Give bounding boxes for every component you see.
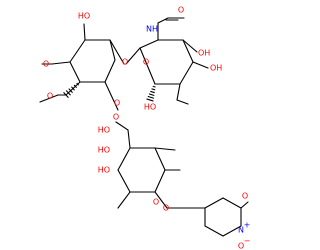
bond-28 xyxy=(115,121,129,131)
hashed-wedge-0-5 xyxy=(65,90,71,96)
atom-label-nitro-o-upper: O xyxy=(242,192,248,201)
atom-label-ring-o-upper-right: O xyxy=(143,58,149,67)
atom-label-amide-nh: NH xyxy=(146,25,158,34)
bond-35 xyxy=(117,147,131,171)
hashed-wedge-0-1 xyxy=(76,82,79,86)
bond-4 xyxy=(69,61,81,83)
bond-32 xyxy=(154,169,166,193)
atom-label-carbonyl-o: O xyxy=(178,6,184,15)
bond-26 xyxy=(176,83,181,101)
hashed-wedge-1-5 xyxy=(147,95,155,99)
bond-36 xyxy=(154,147,176,151)
hashed-wedge-1-3 xyxy=(150,90,155,94)
bond-31 xyxy=(154,147,166,171)
atom-label-ho-lower-2: HO xyxy=(98,146,110,155)
hashed-wedge-1-6 xyxy=(146,98,154,102)
atom-label-ring-o-upper-left: O xyxy=(114,99,120,108)
hashed-wedge-1-2 xyxy=(151,88,156,91)
atom-label-aryl-ether-o: O xyxy=(163,204,169,213)
bond-48 xyxy=(240,201,249,209)
atom-label-ho-top: HO xyxy=(78,12,90,21)
atom-label-methoxy-o-upper: O xyxy=(43,60,49,69)
bond-12 xyxy=(104,81,119,111)
atom-label-ring-o-lower: O xyxy=(153,198,159,207)
atom-label-linker-o: O xyxy=(113,113,119,122)
hashed-wedge-1-1 xyxy=(152,85,156,88)
bond-25 xyxy=(192,61,209,69)
bond-38 xyxy=(154,191,168,209)
atom-label-nitro-n: N xyxy=(238,226,244,235)
hashed-wedge-1-4 xyxy=(148,93,155,96)
bond-43 xyxy=(222,197,242,209)
hashed-wedge-0-6 xyxy=(63,92,69,98)
bond-39 xyxy=(117,191,131,209)
bond-20 xyxy=(139,47,156,85)
bond-27 xyxy=(176,99,189,105)
bond-7 xyxy=(51,61,71,65)
bond-5 xyxy=(69,39,86,63)
atom-label-methoxymethyl-o: O xyxy=(47,92,53,101)
bond-24 xyxy=(182,39,198,53)
atom-label-ho-lower-3: HO xyxy=(98,166,110,175)
bond-2 xyxy=(104,59,116,83)
bond-45 xyxy=(222,225,242,237)
atom-label-glycosidic-o-top: O xyxy=(122,58,128,67)
atom-label-nitro-charge-minus: − xyxy=(244,237,250,246)
bond-1 xyxy=(109,39,116,61)
atom-label-oh-upper-right-2: OH xyxy=(210,64,222,73)
atom-label-nitro-o-lower: O xyxy=(238,242,244,250)
atom-label-ho-ch2oh: HO xyxy=(144,103,156,112)
hashed-wedge-0-2 xyxy=(73,84,77,88)
bond-34 xyxy=(117,169,131,193)
atom-label-nitro-charge-plus: + xyxy=(244,221,250,230)
bond-13 xyxy=(109,39,125,65)
atom-label-oh-upper-right-1: OH xyxy=(198,49,210,58)
bond-29 xyxy=(127,129,131,149)
bond-18 xyxy=(179,61,194,85)
bond-14 xyxy=(125,47,141,65)
bond-6 xyxy=(83,23,86,41)
bond-46 xyxy=(204,225,224,237)
hashed-wedge-0-3 xyxy=(71,86,75,91)
atom-label-ho-lower-1: HO xyxy=(98,126,110,135)
bond-42 xyxy=(204,197,224,209)
bond-22 xyxy=(157,17,169,24)
bond-15 xyxy=(139,39,159,49)
bond-11 xyxy=(39,94,59,103)
bond-17 xyxy=(182,39,194,63)
bond-lines xyxy=(39,17,249,237)
hashed-wedge-0-4 xyxy=(68,88,73,93)
